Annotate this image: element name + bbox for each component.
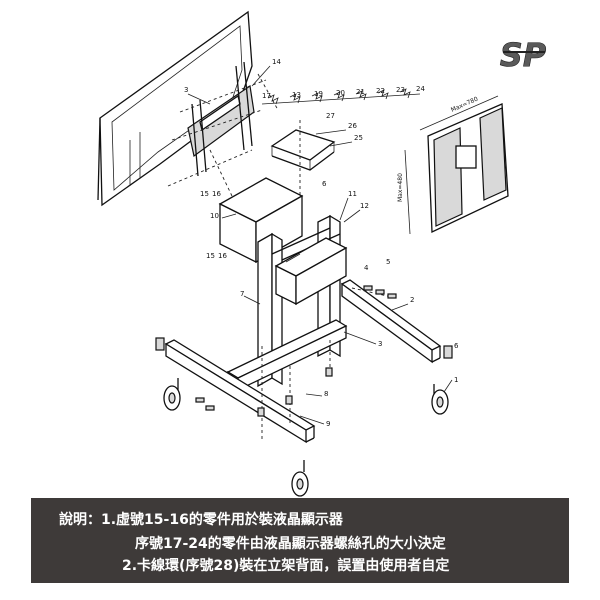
notes-panel: 說明：1.虛號15-16的零件用於裝液晶顯示器 序號17-24的零件由液晶顯示器…: [31, 498, 569, 583]
callout-10: 10: [210, 212, 219, 220]
end-caps: [155, 337, 453, 359]
callout-numbers: 14 3 17 13 19 20 21 22 23 24 27 26 25 15…: [184, 58, 459, 428]
callout-7: 7: [240, 290, 244, 298]
base-leg-left: [164, 339, 316, 444]
callout-19: 19: [314, 90, 323, 98]
callout-4: 4: [364, 264, 369, 272]
cross-bar: [226, 319, 348, 392]
callout-16b: 16: [218, 252, 227, 260]
callout-6b: 6: [322, 180, 327, 188]
callout-14: 14: [272, 58, 281, 66]
caster-wheels: [163, 378, 449, 497]
caster-1: [163, 378, 181, 411]
callout-13: 13: [292, 91, 301, 99]
callout-21: 21: [356, 88, 365, 96]
callout-1: 1: [454, 376, 458, 384]
callout-3b: 3: [184, 86, 188, 94]
caster-2: [291, 460, 309, 497]
shelf-box: [274, 237, 348, 306]
callout-6: 6: [454, 342, 459, 350]
leader-lines: [187, 65, 453, 425]
caster-3: [431, 384, 449, 415]
logo-text: SP: [500, 36, 547, 74]
base-leg-right: [340, 279, 442, 364]
callout-22: 22: [376, 87, 385, 95]
callout-9: 9: [326, 420, 330, 428]
note-line-3: 2.卡線環(序號28)裝在立架背面，誤置由使用者自定: [122, 558, 450, 574]
bolts: [195, 285, 397, 440]
callout-12: 12: [360, 202, 369, 210]
vesa-bracket: [167, 61, 279, 197]
callout-25: 25: [354, 134, 363, 142]
callout-23: 23: [396, 86, 405, 94]
plate-detail-view: Max=780 Max=480: [397, 96, 509, 235]
callout-5: 5: [386, 258, 390, 266]
callout-24: 24: [416, 85, 425, 93]
dim-height: Max=480: [397, 173, 404, 202]
callout-2: 2: [410, 296, 414, 304]
callout-20: 20: [336, 89, 345, 97]
callout-26: 26: [348, 122, 357, 130]
callout-8: 8: [324, 390, 328, 398]
dim-width: Max=780: [450, 96, 479, 114]
callout-17: 17: [262, 92, 271, 100]
note-line-1: 說明：1.虛號15-16的零件用於裝液晶顯示器: [59, 512, 343, 528]
top-plate: [270, 120, 336, 196]
callout-27: 27: [326, 112, 335, 120]
callout-3: 3: [378, 340, 382, 348]
brand-logo: SP: [499, 31, 549, 77]
note-line-2: 序號17-24的零件由液晶顯示器螺絲孔的大小決定: [135, 536, 446, 552]
callout-11: 11: [348, 190, 357, 198]
callout-16a: 16: [212, 190, 221, 198]
screw-set-row: [261, 88, 421, 105]
callout-15a: 15: [200, 190, 209, 198]
callout-15b: 15: [206, 252, 215, 260]
